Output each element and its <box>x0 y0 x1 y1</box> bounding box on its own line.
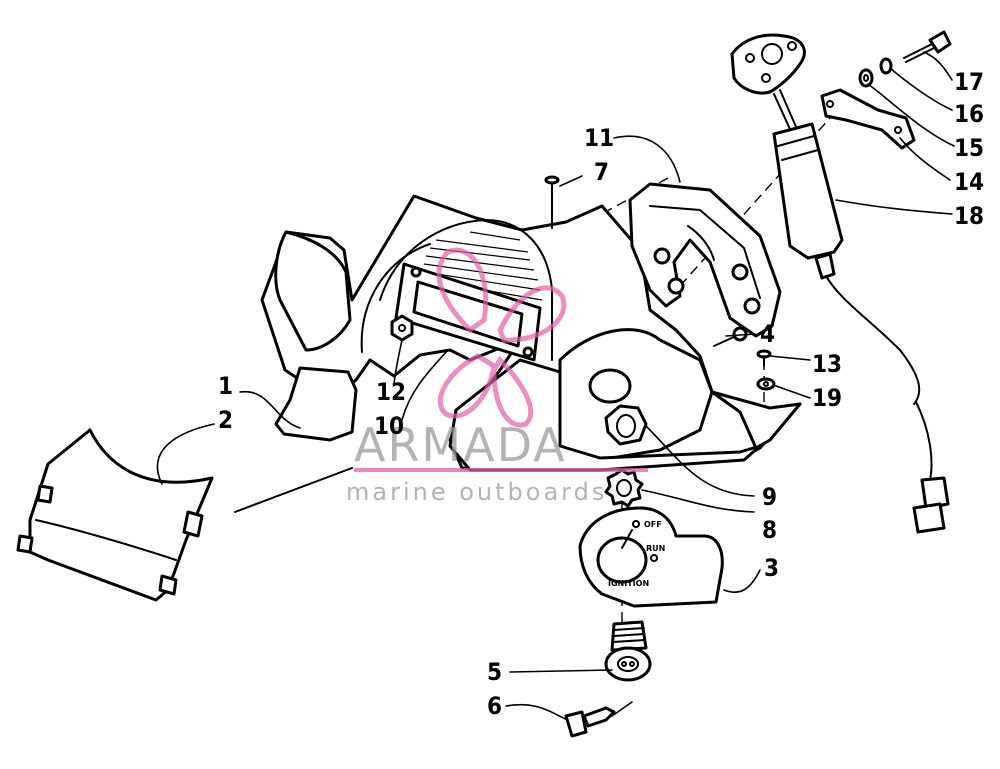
mounting-bracket <box>628 182 782 338</box>
bezel-nut <box>390 314 414 342</box>
brand-tagline: marine outboards <box>346 478 607 506</box>
flat-washer <box>756 377 776 391</box>
callout-16: 16 <box>954 100 984 128</box>
callout-3: 3 <box>764 554 779 582</box>
propeller-logo <box>436 247 567 428</box>
callout-10: 10 <box>374 412 404 440</box>
ignition-label-plate: OFF RUN IGNITION <box>578 506 724 608</box>
callout-15: 15 <box>954 134 984 162</box>
front-cover-panel <box>16 428 214 602</box>
brand-name: ARMADA <box>354 418 567 472</box>
bracket-bolt <box>713 326 748 347</box>
callout-8: 8 <box>762 516 777 544</box>
callout-18: 18 <box>954 202 984 230</box>
run-label: RUN <box>646 544 665 553</box>
switch-nut <box>604 404 648 446</box>
callout-17: 17 <box>954 68 984 96</box>
callout-7: 7 <box>594 158 609 186</box>
callout-6: 6 <box>487 692 502 720</box>
primer-knob <box>730 33 806 95</box>
star-lock-washer <box>604 468 644 508</box>
hose-clamp <box>820 88 916 150</box>
callout-5: 5 <box>487 658 502 686</box>
callout-14: 14 <box>954 168 984 196</box>
callout-2: 2 <box>218 406 233 434</box>
primer-body <box>772 89 844 260</box>
lock-washer <box>879 57 893 75</box>
clamp-washer <box>858 68 874 88</box>
ignition-label: IGNITION <box>608 579 649 588</box>
callout-12: 12 <box>376 378 406 406</box>
clamp-bolt <box>903 30 952 63</box>
callout-13: 13 <box>812 350 842 378</box>
callout-4: 4 <box>760 320 775 348</box>
off-label: OFF <box>644 520 662 529</box>
callout-19: 19 <box>812 384 842 412</box>
callout-numbers: 1 2 3 4 5 6 7 8 9 10 11 12 13 14 15 16 1… <box>218 68 984 720</box>
ignition-key <box>564 706 616 738</box>
small-screw <box>756 349 772 367</box>
long-screw <box>544 175 560 229</box>
leader-lines <box>156 51 955 721</box>
callout-1: 1 <box>218 372 233 400</box>
primer-cable <box>814 252 950 534</box>
watermark: ARMADA marine outboards <box>346 247 648 506</box>
callout-11: 11 <box>584 124 614 152</box>
ignition-switch <box>604 620 652 682</box>
callout-9: 9 <box>762 483 777 511</box>
